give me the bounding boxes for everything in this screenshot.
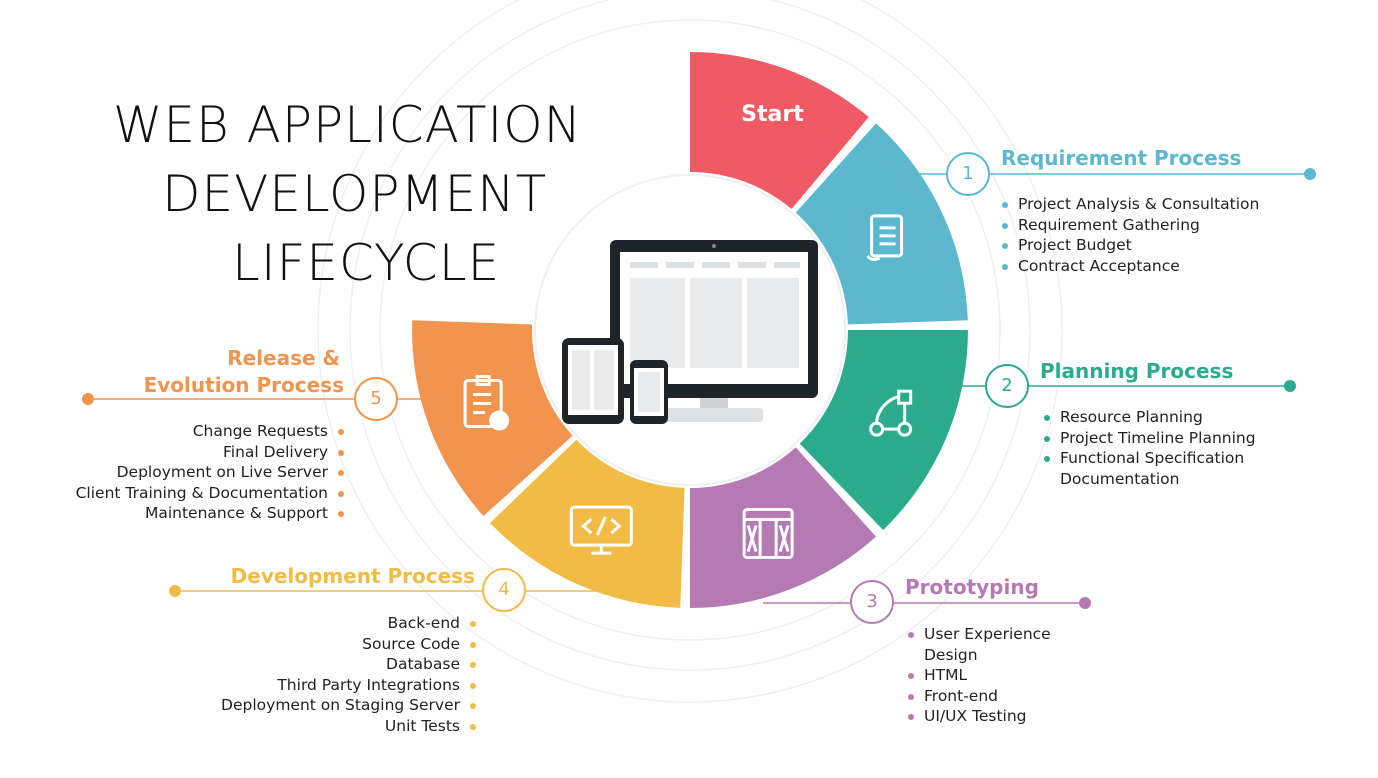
development-list: Back-end Source Code Database Third Part… <box>221 613 478 736</box>
list-item: UI/UX Testing <box>906 706 1051 727</box>
title-line-1: WEB APPLICATION <box>113 96 583 154</box>
step-number-1: 1 <box>946 152 990 196</box>
list-item: Project Analysis & Consultation <box>1000 194 1259 215</box>
list-item: Front-end <box>906 686 1051 707</box>
stage-title-development: Development Process <box>230 564 475 588</box>
stage-title-release-line1: Release & <box>227 346 340 370</box>
list-item: Unit Tests <box>221 716 478 737</box>
list-item: Requirement Gathering <box>1000 215 1259 236</box>
stage-title-prototyping: Prototyping <box>905 575 1039 599</box>
title-line-2: DEVELOPMENT <box>162 165 548 223</box>
start-label: Start <box>741 102 804 127</box>
list-item: Design <box>924 645 978 664</box>
wireframe-icon <box>742 508 794 560</box>
prototyping-segment <box>690 447 877 608</box>
stage-title-planning: Planning Process <box>1040 359 1234 383</box>
list-item: Contract Acceptance <box>1000 256 1259 277</box>
list-item: Back-end <box>221 613 478 634</box>
list-item: Final Delivery <box>76 442 346 463</box>
step-number-5: 5 <box>354 377 398 421</box>
list-item: Source Code <box>221 634 478 655</box>
code-monitor-icon <box>569 505 633 555</box>
requirement-segment <box>795 123 968 325</box>
requirement-list: Project Analysis & Consultation Requirem… <box>1000 194 1259 276</box>
list-item: Project Budget <box>1000 235 1259 256</box>
wheel-segment-labels: Start <box>463 102 913 560</box>
planning-list: Resource Planning Project Timeline Plann… <box>1042 407 1256 489</box>
list-item: Project Timeline Planning <box>1042 428 1256 449</box>
clipboard-rocket-icon <box>463 375 510 431</box>
stage-title-requirement: Requirement Process <box>1001 146 1242 170</box>
start-segment <box>690 52 869 209</box>
list-item: Functional Specification <box>1042 448 1256 469</box>
background-rings <box>317 0 1063 703</box>
list-item: HTML <box>906 665 1051 686</box>
list-item: Resource Planning <box>1042 407 1256 428</box>
stage-title-release-line2: Evolution Process <box>143 373 344 397</box>
step-number-3: 3 <box>850 580 894 624</box>
prototyping-list: User Experience Design HTML Front-end UI… <box>906 624 1051 727</box>
list-item: Database <box>221 654 478 675</box>
flowchart-icon <box>869 389 913 437</box>
list-item: Third Party Integrations <box>221 675 478 696</box>
step-number-2: 2 <box>985 364 1029 408</box>
list-item: Client Training & Documentation <box>76 483 346 504</box>
list-item: Deployment on Staging Server <box>221 695 478 716</box>
devices-icon <box>562 240 818 424</box>
document-list-icon <box>866 214 904 261</box>
list-item: Maintenance & Support <box>76 503 346 524</box>
list-item: User Experience <box>906 624 1051 645</box>
list-item: Change Requests <box>76 421 346 442</box>
release-list: Change Requests Final Delivery Deploymen… <box>76 421 346 524</box>
list-item: Documentation <box>1060 469 1180 488</box>
list-item: Deployment on Live Server <box>76 462 346 483</box>
title-line-3: LIFECYCLE <box>232 234 501 292</box>
step-number-4: 4 <box>482 568 526 612</box>
